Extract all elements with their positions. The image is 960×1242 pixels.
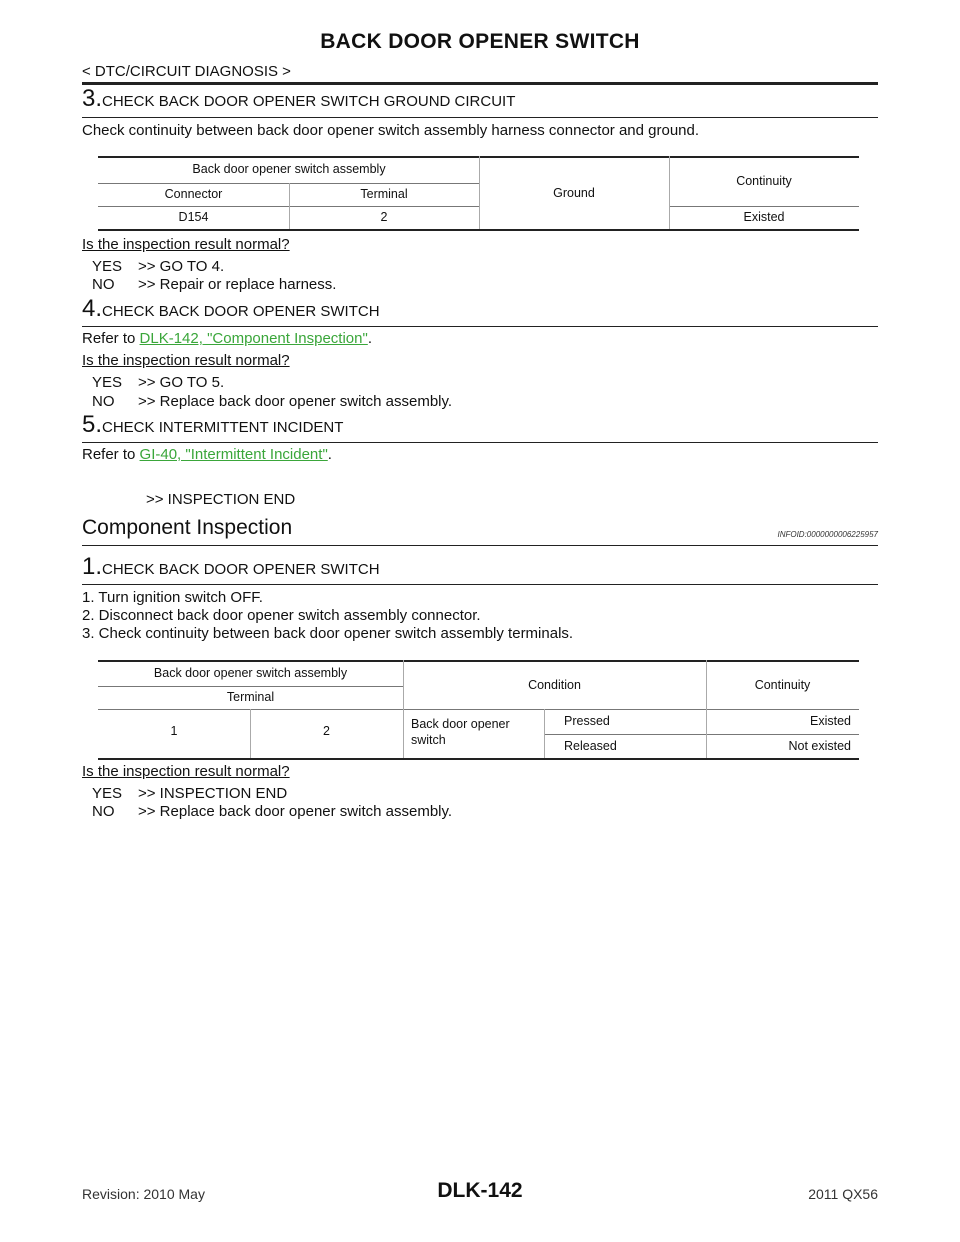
inspection-question: Is the inspection result normal? (82, 236, 290, 253)
page-code: DLK-142 (437, 1179, 523, 1202)
step-number: 5. (82, 411, 103, 438)
list-item: 2. Disconnect back door opener switch as… (82, 607, 481, 624)
revision-date: Revision: 2010 May (82, 1186, 205, 1202)
table-bottom-border (98, 229, 859, 231)
table-col-line (544, 709, 545, 758)
step-divider (82, 326, 878, 327)
section-divider (82, 545, 878, 546)
table-rule (98, 686, 403, 687)
answer-yes-key: YES (92, 258, 123, 275)
cell-continuity-pressed: Existed (810, 714, 851, 728)
step-title: CHECK INTERMITTENT INCIDENT (102, 419, 344, 436)
answer-yes-text: >> GO TO 5. (138, 374, 225, 391)
answer-yes-key: YES (92, 785, 123, 802)
refer-line: Refer to GI-40, "Intermittent Incident". (82, 446, 332, 463)
switch-continuity-table: Back door opener switch assembly Termina… (98, 660, 859, 762)
refer-prefix: Refer to (82, 330, 140, 347)
info-id: INFOID:0000000006225957 (777, 530, 878, 539)
step-title: CHECK BACK DOOR OPENER SWITCH (102, 303, 380, 320)
component-step-1-heading: 1.CHECK BACK DOOR OPENER SWITCH (82, 553, 380, 581)
list-item: 3. Check continuity between back door op… (82, 625, 574, 642)
table-rule (98, 709, 859, 710)
instruction-text: Check continuity between back door opene… (82, 122, 700, 139)
cell-terminal-b: 2 (323, 724, 330, 738)
table-rule (544, 734, 859, 735)
table-top-border (98, 156, 859, 158)
inspection-question: Is the inspection result normal? (82, 352, 290, 369)
section-breadcrumb: < DTC/CIRCUIT DIAGNOSIS > (82, 63, 291, 80)
cell-terminal-a: 1 (170, 724, 178, 738)
table-col-line (403, 660, 404, 758)
refer-prefix: Refer to (82, 446, 140, 463)
result-text: >> INSPECTION END (146, 491, 296, 508)
page-title: BACK DOOR OPENER SWITCH (320, 30, 640, 53)
step-number: 3. (82, 85, 103, 112)
answer-no-text: >> Repair or replace harness. (138, 276, 337, 293)
cell-terminal: 2 (380, 210, 388, 224)
answer-yes-text: >> INSPECTION END (138, 785, 288, 802)
col-terminal: Terminal (226, 690, 275, 704)
refer-line: Refer to DLK-142, "Component Inspection"… (82, 330, 372, 347)
table-group-header: Back door opener switch assembly (153, 666, 348, 680)
cell-continuity-released: Not existed (788, 739, 851, 753)
step-divider (82, 117, 878, 118)
col-ground: Ground (553, 186, 595, 200)
table-top-border (98, 660, 859, 662)
header-divider (82, 82, 878, 85)
step-title: CHECK BACK DOOR OPENER SWITCH GROUND CIR… (102, 93, 516, 110)
col-continuity: Continuity (754, 678, 811, 692)
table-group-header: Back door opener switch assembly (192, 162, 386, 176)
cell-condition-label: switch (411, 733, 446, 747)
cell-state-pressed: Pressed (564, 714, 610, 728)
step-4-heading: 4.CHECK BACK DOOR OPENER SWITCH (82, 295, 380, 323)
step-title: CHECK BACK DOOR OPENER SWITCH (102, 561, 380, 578)
answer-no-key: NO (92, 803, 115, 820)
answer-yes-key: YES (92, 374, 123, 391)
step-5-heading: 5.CHECK INTERMITTENT INCIDENT (82, 411, 343, 439)
answer-no-key: NO (92, 393, 115, 410)
step-divider (82, 584, 878, 585)
col-condition: Condition (528, 678, 581, 692)
model-year: 2011 QX56 (808, 1186, 878, 1202)
table-col-line (669, 156, 670, 229)
answer-no-text: >> Replace back door opener switch assem… (138, 393, 453, 410)
component-inspection-link[interactable]: DLK-142, "Component Inspection" (139, 330, 368, 347)
cell-state-released: Released (564, 739, 617, 753)
table-col-line (289, 183, 290, 229)
step-divider (82, 442, 878, 443)
section-heading: Component Inspection (82, 516, 293, 539)
table-bottom-border (98, 758, 859, 760)
step-3-heading: 3.CHECK BACK DOOR OPENER SWITCH GROUND C… (82, 85, 515, 113)
ground-continuity-table: Back door opener switch assembly Connect… (98, 156, 859, 232)
col-continuity: Continuity (736, 174, 792, 188)
step-number: 1. (82, 553, 103, 580)
col-connector: Connector (164, 187, 223, 201)
table-col-line (479, 156, 480, 229)
refer-suffix: . (367, 330, 372, 347)
table-col-line (250, 709, 251, 758)
answer-yes-text: >> GO TO 4. (138, 258, 225, 275)
refer-suffix: . (327, 446, 332, 463)
table-rule (669, 206, 859, 207)
inspection-question: Is the inspection result normal? (82, 763, 290, 780)
list-item: 1. Turn ignition switch OFF. (82, 589, 263, 606)
cell-connector: D154 (178, 210, 209, 224)
answer-no-key: NO (92, 276, 115, 293)
cell-continuity: Existed (743, 210, 785, 224)
table-col-line (706, 660, 707, 758)
answer-no-text: >> Replace back door opener switch assem… (138, 803, 453, 820)
intermittent-incident-link[interactable]: GI-40, "Intermittent Incident" (139, 446, 328, 463)
col-terminal: Terminal (360, 187, 408, 201)
cell-condition-label: Back door opener (411, 717, 510, 731)
step-number: 4. (82, 295, 103, 322)
